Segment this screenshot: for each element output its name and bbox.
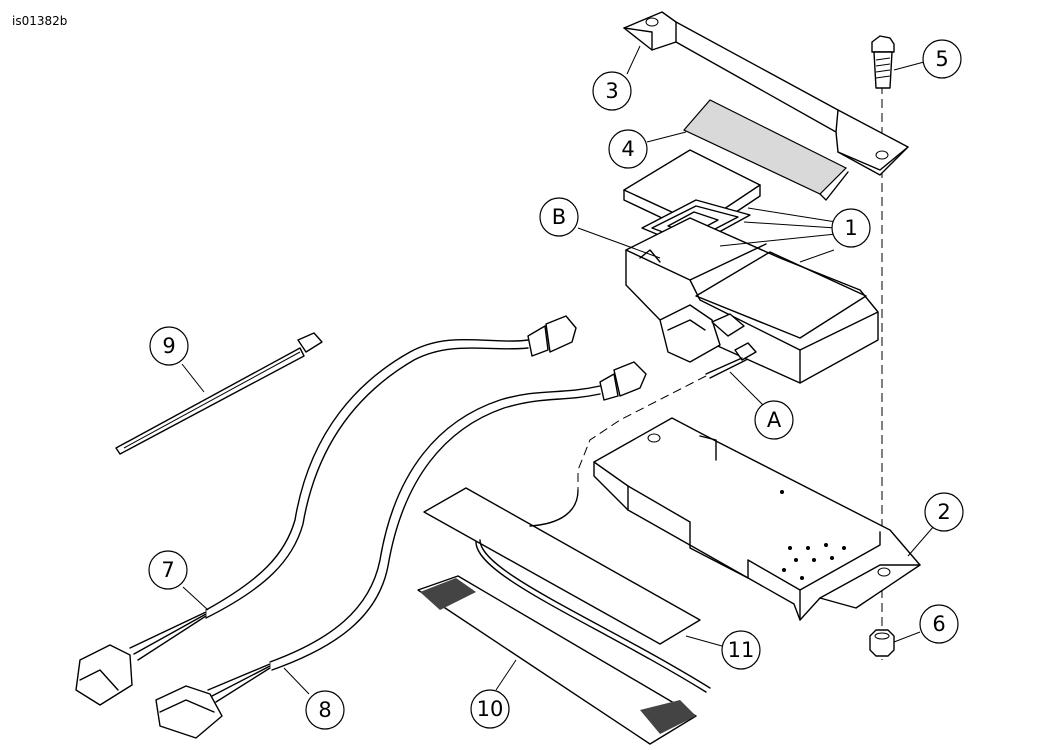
callout-3: 3 (592, 71, 632, 111)
callout-label-4: 4 (621, 137, 634, 161)
callout-7: 7 (148, 550, 188, 590)
callout-label-8: 8 (318, 698, 331, 722)
callout-label-a: A (767, 408, 782, 432)
module-housing (625, 217, 879, 384)
callout-label-10: 10 (477, 697, 504, 721)
callout-label-5: 5 (935, 47, 948, 71)
callout-label-9: 9 (162, 334, 175, 358)
callout-label-2: 2 (937, 500, 950, 524)
strap-bracket (623, 11, 909, 176)
callout-11: 11 (721, 630, 761, 670)
callout-label-1: 1 (844, 216, 857, 240)
bolt (871, 35, 895, 89)
adhesive-strip (417, 575, 697, 745)
callout-9: 9 (149, 326, 189, 366)
leader-lines (181, 45, 935, 695)
callout-5: 5 (922, 39, 962, 79)
harness-8 (155, 361, 647, 739)
module-lead (577, 342, 757, 490)
nut (869, 629, 895, 657)
base-tray (593, 417, 921, 621)
harness-7 (75, 315, 577, 706)
callout-6: 6 (919, 604, 959, 644)
adhesive-pad (683, 99, 849, 201)
figure-id: is01382b (12, 14, 67, 28)
cable-tie (115, 332, 323, 455)
module-connector (659, 304, 745, 363)
heat-shrink-sheet (423, 487, 711, 693)
callout-b: B (539, 197, 579, 237)
callout-1: 1 (831, 208, 871, 248)
callout-10: 10 (470, 689, 510, 729)
callout-8: 8 (305, 690, 345, 730)
callout-a: A (754, 400, 794, 440)
callout-label-11: 11 (728, 638, 755, 662)
callout-label-b: B (552, 205, 566, 229)
callout-4: 4 (608, 129, 648, 169)
callout-2: 2 (924, 492, 964, 532)
callout-label-6: 6 (932, 612, 945, 636)
callout-label-3: 3 (605, 79, 618, 103)
callout-label-7: 7 (161, 558, 174, 582)
